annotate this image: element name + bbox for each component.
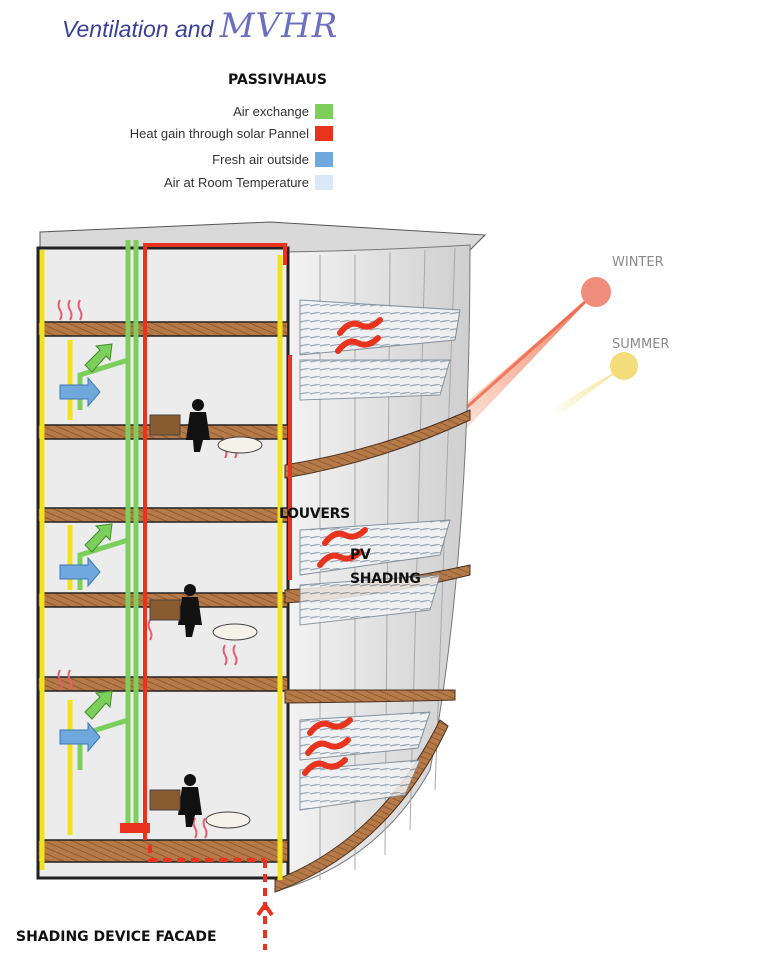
title-main: Ventilation and	[62, 16, 214, 42]
winter-sun-ray	[447, 290, 597, 426]
person-silhouettes	[178, 399, 210, 827]
shading-callout: SHADING	[350, 571, 421, 587]
louvers-callout: LOUVERS	[279, 506, 350, 522]
interior-section	[36, 246, 290, 880]
legend-swatch	[315, 103, 333, 119]
title-script: MVHR	[219, 6, 339, 46]
summer-sun-group	[552, 352, 638, 416]
furniture	[149, 414, 263, 829]
legend-swatch	[315, 125, 333, 141]
legend-label: Air at Room Temperature	[164, 174, 309, 190]
legend-label: Fresh air outside	[212, 151, 309, 167]
page-title: Ventilation and MVHR	[62, 6, 338, 46]
summer-sun-beam	[552, 368, 622, 416]
heat-gain-pipes	[120, 243, 292, 950]
legend-heading: PASSIVHAUS	[228, 72, 327, 88]
legend-swatch	[315, 174, 333, 190]
summer-label: SUMMER	[612, 337, 670, 352]
fresh-air-arrows	[59, 376, 101, 753]
legend-item-heat-gain: Heat gain through solar Pannel	[130, 124, 333, 142]
winter-label: WINTER	[612, 255, 664, 270]
legend-swatch	[315, 151, 333, 167]
exhaust-air-arrows	[84, 343, 113, 720]
solar-heat-arrows	[302, 317, 383, 776]
legend-label: Air exchange	[233, 103, 309, 119]
legend-label: Heat gain through solar Pannel	[129, 125, 309, 141]
floor-heat-marks	[57, 299, 238, 839]
winter-sun-group	[440, 277, 611, 430]
legend-item-air-exchange: Air exchange	[233, 102, 333, 120]
yellow-frame	[39, 250, 283, 880]
winter-sun-icon	[581, 277, 611, 307]
summer-sun-icon	[610, 352, 638, 380]
footer-caption: SHADING DEVICE FACADE	[16, 929, 217, 945]
legend-item-fresh-air: Fresh air outside	[212, 150, 333, 168]
legend-item-room-air: Air at Room Temperature	[164, 173, 333, 191]
pv-callout: PV	[350, 547, 371, 563]
